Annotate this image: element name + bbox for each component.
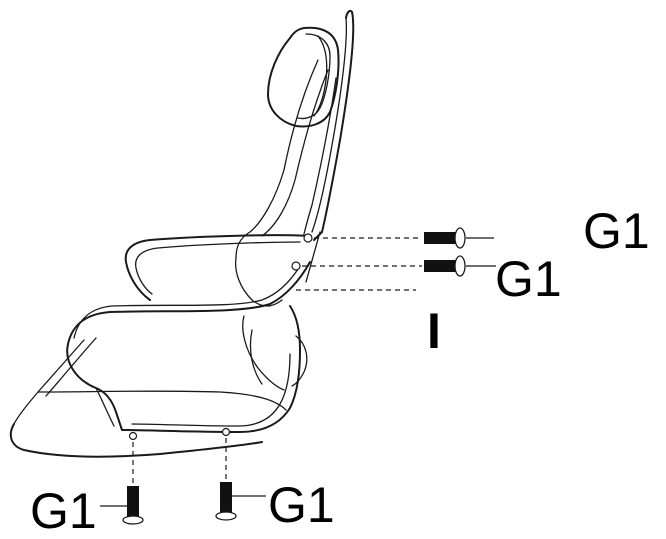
seat-frame-inner xyxy=(73,265,301,339)
screw-lower-head xyxy=(454,255,466,277)
seat-underside xyxy=(249,329,263,385)
seat-cushion-front xyxy=(9,423,263,458)
bottom-hole-right xyxy=(221,427,231,437)
back-hole-lower xyxy=(291,261,301,271)
lumbar-cushion xyxy=(234,257,283,307)
label-screw-bottom-left: G1 xyxy=(30,483,97,539)
screw-bottom-right xyxy=(215,482,266,521)
bottom-hole-left xyxy=(128,431,138,441)
front-bracket xyxy=(95,387,115,427)
screw-bl-head xyxy=(122,515,144,525)
label-part-i: I xyxy=(427,303,441,359)
back-plate-edge xyxy=(305,231,321,283)
screw-lower xyxy=(424,255,496,277)
label-screw-bottom-right: G1 xyxy=(268,477,335,533)
side-loop xyxy=(242,315,285,391)
back-hole-upper xyxy=(303,233,313,243)
screw-upper-thread xyxy=(424,232,457,244)
backrest-frame-inner xyxy=(311,17,348,233)
screw-upper-head xyxy=(454,227,466,249)
guide-lines xyxy=(132,237,422,484)
seat-frame xyxy=(66,261,311,431)
screw-upper xyxy=(424,227,494,249)
backrest-panel-inner xyxy=(261,69,329,237)
side-bulge xyxy=(291,335,308,387)
headrest-inner xyxy=(297,33,331,120)
backrest-panel xyxy=(235,59,319,259)
headrest xyxy=(267,26,340,128)
seat-cushion-top xyxy=(13,339,85,425)
label-screw-near: G1 xyxy=(495,251,562,307)
backrest-edge-right xyxy=(303,77,337,235)
lower-bracket-inner xyxy=(131,353,291,427)
armrest-top-inner xyxy=(134,241,301,295)
label-screw-far: G1 xyxy=(583,203,650,259)
screw-lower-thread xyxy=(424,260,457,272)
seat-assembly xyxy=(9,234,311,458)
armrest-top xyxy=(124,234,311,301)
backrest-frame-outer xyxy=(313,11,355,241)
seat-cushion-side xyxy=(37,390,287,411)
backrest-frame-top xyxy=(345,9,353,19)
headrest-outer xyxy=(267,26,340,128)
screw-bl-thread xyxy=(127,486,139,518)
backrest xyxy=(235,9,355,259)
screw-br-head xyxy=(215,511,237,521)
back-mount-holes xyxy=(291,231,321,283)
screw-br-thread xyxy=(220,482,232,514)
screw-bottom-left xyxy=(100,486,144,525)
bottom-mount-holes xyxy=(128,427,231,441)
seat-cushion-top2 xyxy=(45,337,97,397)
headrest-ridge xyxy=(313,35,328,117)
